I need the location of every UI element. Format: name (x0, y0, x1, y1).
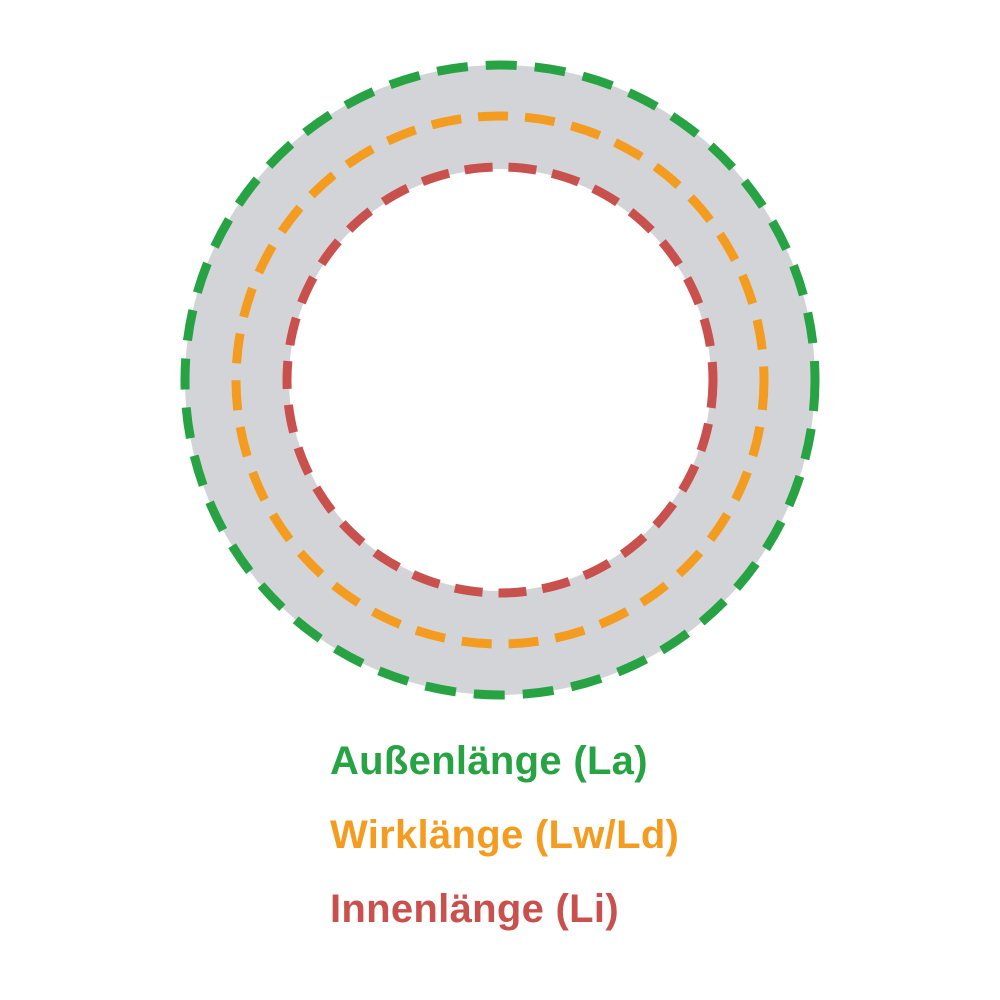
effective-length-label: Wirklänge (Lw/Ld) (330, 813, 680, 857)
legend: Außenlänge (La) Wirklänge (Lw/Ld) Innenl… (330, 741, 679, 929)
inner-length-label: Innenlänge (Li) (330, 887, 619, 931)
effective-length-circle (231, 111, 769, 649)
outer-length-circle (180, 60, 820, 700)
inner-length-circle (282, 162, 718, 598)
outer-length-label: Außenlänge (La) (330, 739, 648, 783)
